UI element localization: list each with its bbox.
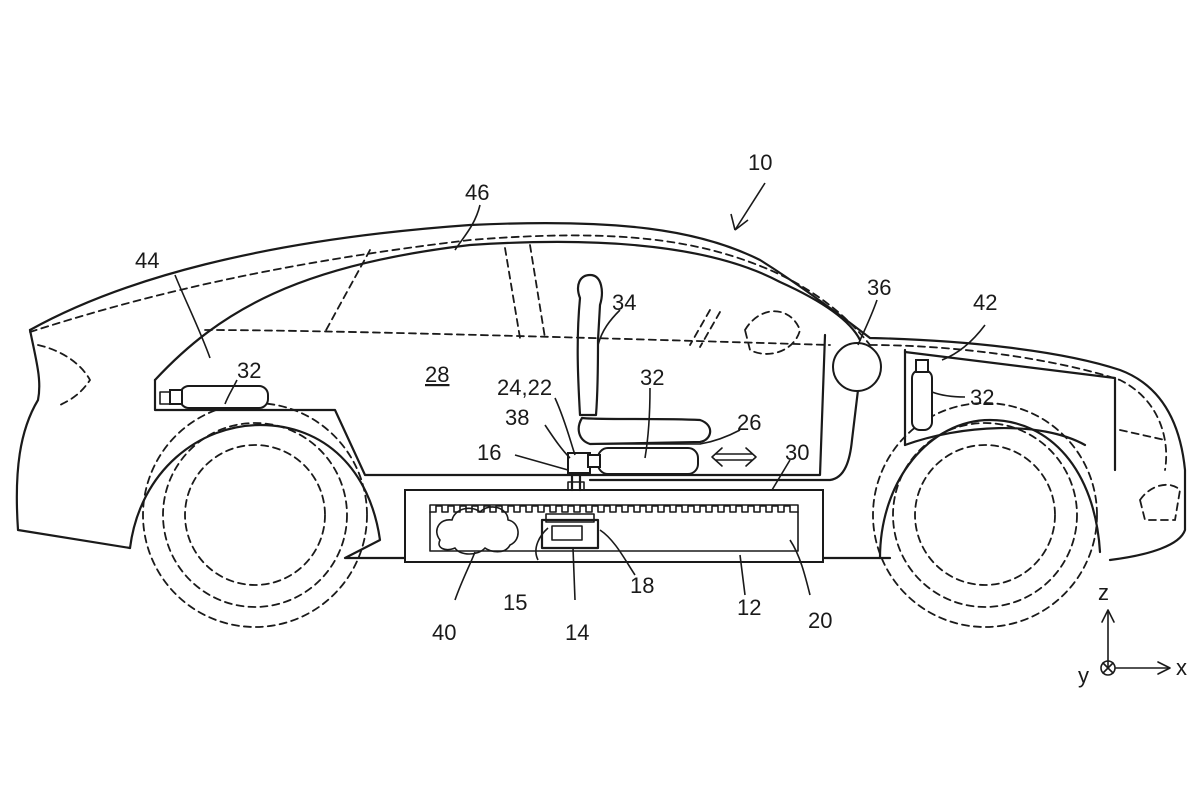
label-32-trunk: 32 — [237, 358, 261, 383]
reference-labels: 10 46 44 32 28 34 32 24,22 38 16 26 30 3… — [135, 150, 997, 645]
label-12: 12 — [737, 595, 761, 620]
front-tank — [911, 359, 933, 431]
trunk-compartment — [153, 333, 827, 477]
label-32-seat: 32 — [640, 365, 664, 390]
label-20: 20 — [808, 608, 832, 633]
label-42: 42 — [973, 290, 997, 315]
battery-housing — [404, 489, 824, 563]
label-28: 28 — [425, 362, 449, 387]
trunk-tank — [159, 385, 269, 409]
gas-cloud — [436, 506, 519, 555]
front-wheel — [872, 402, 1098, 628]
conduit — [567, 388, 860, 492]
front-compartment — [903, 348, 1117, 472]
label-24-22: 24,22 — [497, 375, 552, 400]
rear-wheel — [142, 402, 368, 628]
reservoir — [832, 342, 882, 392]
label-14: 14 — [565, 620, 589, 645]
axis-y-label: y — [1078, 663, 1089, 688]
label-10: 10 — [748, 150, 772, 175]
axis-x-label: x — [1176, 655, 1187, 680]
label-30: 30 — [785, 440, 809, 465]
double-arrow-icon — [711, 447, 757, 467]
label-15: 15 — [503, 590, 527, 615]
label-46: 46 — [465, 180, 489, 205]
seat — [576, 273, 712, 446]
label-32-front: 32 — [970, 385, 994, 410]
label-34: 34 — [612, 290, 636, 315]
car-body — [15, 221, 1187, 562]
label-40: 40 — [432, 620, 456, 645]
label-38: 38 — [505, 405, 529, 430]
label-26: 26 — [737, 410, 761, 435]
leader-lines — [174, 182, 986, 601]
axis-z-label: z — [1098, 580, 1109, 605]
label-16: 16 — [477, 440, 501, 465]
seat-tank — [587, 447, 699, 475]
label-44: 44 — [135, 248, 159, 273]
label-36: 36 — [867, 275, 891, 300]
coordinate-axes: z y x — [1078, 580, 1187, 688]
label-18: 18 — [630, 573, 654, 598]
